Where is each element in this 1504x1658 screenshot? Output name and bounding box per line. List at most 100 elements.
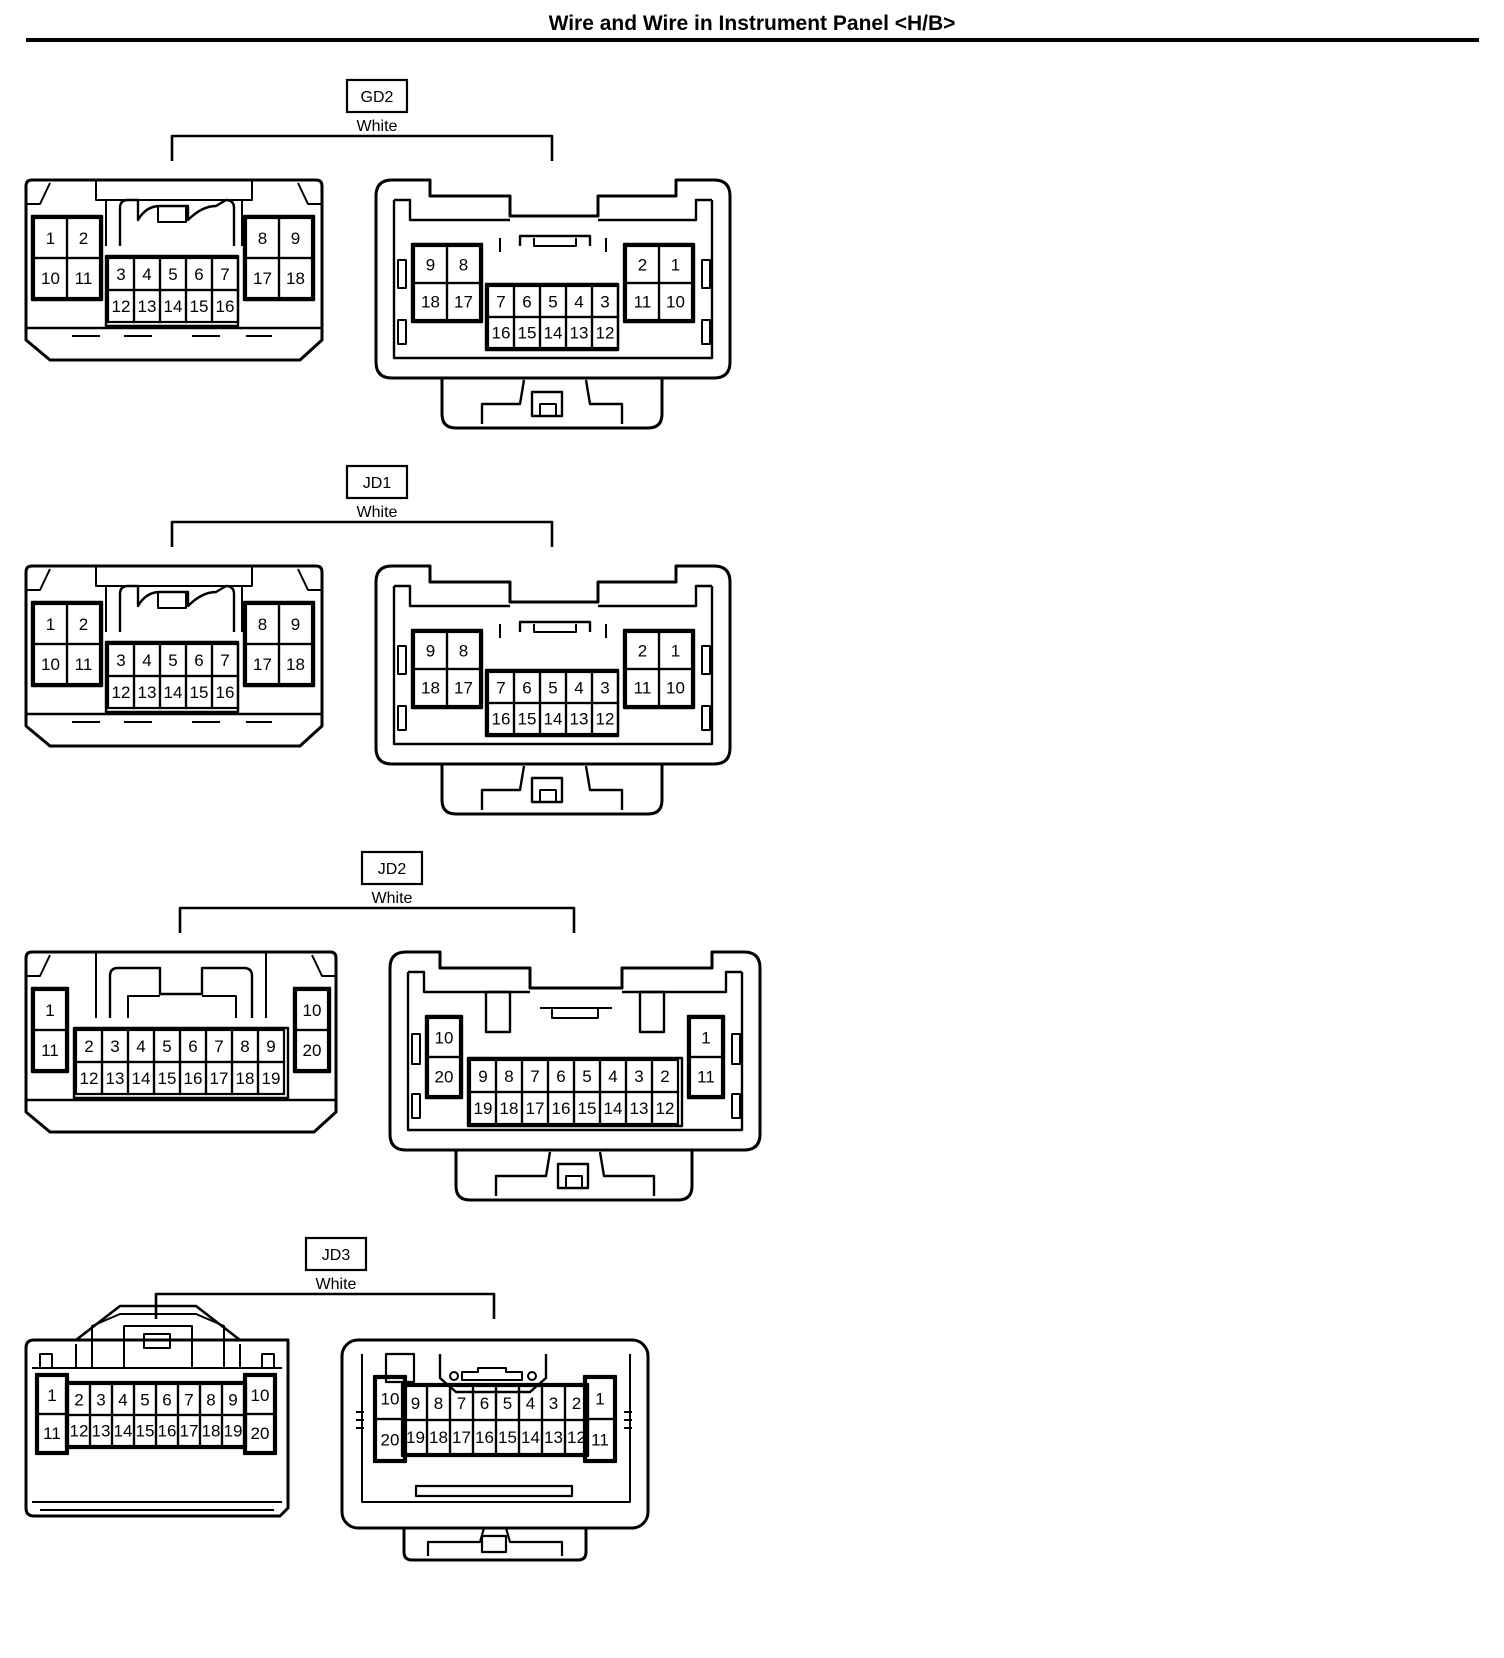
pin-label: 16 — [492, 710, 511, 729]
pin-label: 20 — [381, 1431, 400, 1450]
pin-block — [30, 214, 104, 302]
latch-tab — [461, 1367, 523, 1381]
pin-label: 14 — [114, 1422, 133, 1441]
bracket — [170, 520, 554, 547]
pin-label: 1 — [671, 642, 680, 661]
housing-detail — [26, 568, 322, 591]
pin-label: 14 — [544, 324, 563, 343]
housing-outline — [388, 950, 762, 1152]
pin-label: 20 — [303, 1041, 322, 1060]
pin-cell — [294, 1028, 330, 1072]
pin-label: 7 — [184, 1391, 193, 1410]
pin-label: 19 — [262, 1069, 281, 1088]
pin-label: 11 — [43, 1424, 61, 1443]
pin-label: 11 — [75, 655, 93, 674]
pin-label: 13 — [570, 324, 589, 343]
side-slot — [731, 1093, 741, 1119]
guide-slot — [638, 990, 666, 1034]
housing-detail — [499, 624, 607, 638]
side-slot — [411, 1093, 421, 1119]
pin-cell — [688, 1055, 724, 1098]
pin-label: 3 — [600, 293, 609, 312]
pin-label: 5 — [162, 1037, 171, 1056]
pin-label: 6 — [188, 1037, 197, 1056]
pin-block — [72, 1026, 290, 1100]
side-ribs — [356, 1411, 632, 1429]
pin-label: 7 — [220, 265, 229, 284]
pin-label: 1 — [45, 1001, 54, 1020]
housing-detail — [392, 586, 714, 746]
lock-detail — [494, 1151, 656, 1196]
pin-label: 2 — [84, 1037, 93, 1056]
pin-cell — [657, 281, 694, 322]
pin-label: 11 — [75, 269, 93, 288]
housing-detail — [408, 970, 742, 994]
pin-label: 13 — [544, 1428, 563, 1447]
pin-label: 6 — [522, 293, 531, 312]
pin-label: 13 — [138, 297, 157, 316]
guide-slot — [484, 990, 512, 1034]
pin-label: 10 — [666, 293, 685, 312]
housing-detail — [533, 624, 577, 633]
pin-label: 13 — [92, 1422, 111, 1441]
pin-label: 7 — [496, 293, 505, 312]
pin-label: 16 — [158, 1422, 177, 1441]
pin-label: 11 — [41, 1041, 59, 1060]
housing-outline — [374, 564, 732, 766]
connector-color: White — [372, 890, 413, 907]
pin-label: 9 — [411, 1394, 420, 1413]
lock-tab — [480, 1534, 508, 1554]
pin-cell — [445, 281, 482, 322]
pin-cell — [584, 1417, 616, 1462]
pin-label: 14 — [132, 1069, 151, 1088]
pin-label: 15 — [578, 1099, 597, 1118]
housing-detail — [26, 182, 322, 205]
pin-block — [242, 214, 316, 302]
pin-label: 15 — [190, 297, 209, 316]
pin-label: 19 — [474, 1099, 493, 1118]
housing-detail — [499, 238, 607, 252]
housing-detail — [394, 198, 712, 222]
pin-label: 6 — [162, 1391, 171, 1410]
pin-label: 14 — [604, 1099, 623, 1118]
pin-cell — [65, 642, 102, 686]
pin-cell — [277, 642, 314, 686]
pin-label: 18 — [429, 1428, 448, 1447]
pin-label: 16 — [475, 1428, 494, 1447]
housing-detail — [95, 180, 253, 201]
pin-label: 4 — [574, 293, 583, 312]
pin-label: 4 — [608, 1067, 617, 1086]
pin-label: 4 — [136, 1037, 145, 1056]
pin-label: 13 — [630, 1099, 649, 1118]
pin-cell — [590, 315, 620, 350]
pin-label: 16 — [552, 1099, 571, 1118]
pin-cell — [426, 1055, 462, 1098]
pin-label: 4 — [118, 1391, 127, 1410]
pin-label: 3 — [600, 679, 609, 698]
pin-block — [622, 628, 696, 710]
pin-cell — [445, 667, 482, 708]
pin-label: 1 — [47, 1386, 56, 1405]
pin-label: 1 — [46, 229, 55, 248]
latch-hole — [449, 1371, 459, 1381]
pin-label: 9 — [426, 642, 435, 661]
housing-detail — [32, 1367, 282, 1511]
pin-block — [686, 1014, 726, 1100]
pin-label: 10 — [435, 1029, 454, 1048]
housing-outline — [24, 564, 324, 748]
housing-detail — [533, 238, 577, 247]
lock-tab-inner — [539, 403, 557, 417]
pin-label: 18 — [421, 679, 440, 698]
pin-label: 11 — [634, 679, 652, 698]
pin-label: 19 — [224, 1422, 243, 1441]
latch-tab — [157, 591, 187, 609]
pin-label: 2 — [638, 256, 647, 275]
pin-label: 3 — [116, 651, 125, 670]
